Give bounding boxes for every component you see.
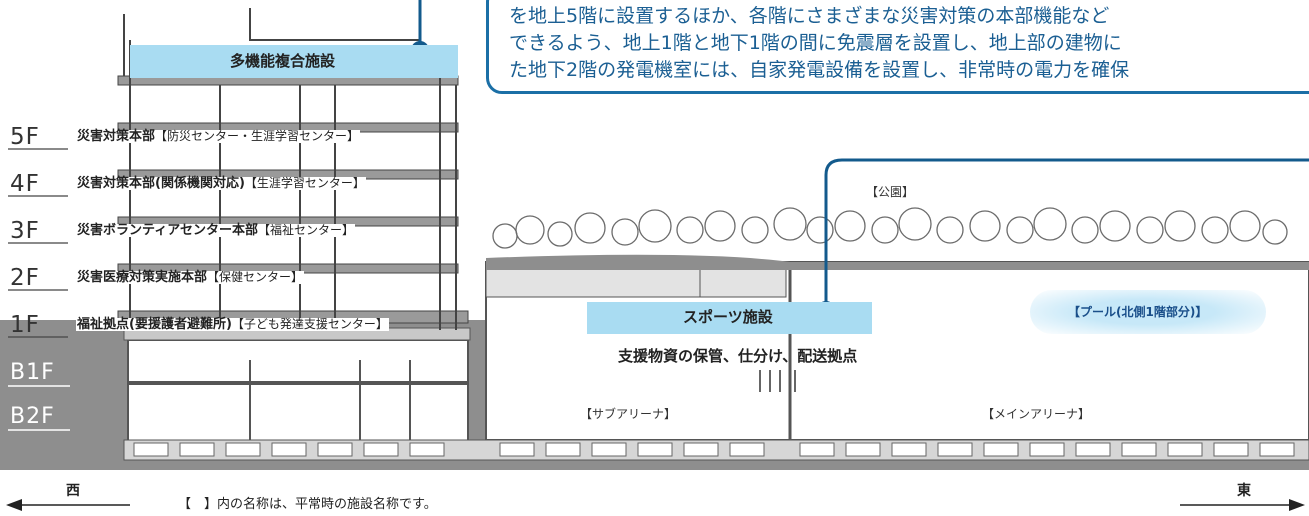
west-label: 西 xyxy=(66,483,80,499)
sports-label: スポーツ施設 xyxy=(683,308,773,326)
floor-3f: 3F xyxy=(10,218,40,244)
floor-3f-label: 災害ボランティアセンター本部【福祉センター】 xyxy=(76,223,355,238)
park-label: 【公園】 xyxy=(866,185,915,199)
floor-4f-label: 災害対策本部(関係機関対応)【生涯学習センター】 xyxy=(76,176,366,191)
main-arena-label: 【メインアリーナ】 xyxy=(982,407,1091,421)
pool-highlight xyxy=(1030,290,1266,334)
sports-highlight-bar xyxy=(587,302,872,334)
bracket-note: 【 】内の名称は、平常時の施設名称です。 xyxy=(178,497,437,512)
sports-sub-label: 支援物資の保管、仕分け、配送拠点 xyxy=(618,347,858,365)
floor-2f: 2F xyxy=(10,265,40,291)
park-surface xyxy=(486,254,1309,270)
floor-2f-label: 災害医療対策実施本部【保健センター】 xyxy=(76,270,305,285)
floor-1f-label: 福祉拠点(要援護者避難所)【子ども発達支援センター】 xyxy=(76,317,389,332)
floor-b2f: B2F xyxy=(10,404,55,429)
sub-arena-label: 【サブアリーナ】 xyxy=(580,407,677,421)
callout-line-2: できるよう、地上1階と地下1階の間に免震層を設置し、地上部の建物に xyxy=(509,32,1122,54)
floor-5f: 5F xyxy=(10,124,40,150)
floor-5f-label: 災害対策本部【防災センター・生涯学習センター】 xyxy=(76,129,361,144)
park-trees xyxy=(492,207,1288,249)
west-basement xyxy=(127,339,469,459)
callout-line-3: た地下2階の発電機室には、自家発電設備を設置し、非常時の電力を確保 xyxy=(509,59,1130,81)
floor-4f: 4F xyxy=(10,171,40,197)
floor-b1f: B1F xyxy=(10,360,55,385)
floor-1f: 1F xyxy=(10,312,40,338)
building-highlight-bar xyxy=(130,45,458,78)
building-label: 多機能複合施設 xyxy=(230,52,336,70)
callout-line-1: を地上5階に設置するほか、各階にさまざまな災害対策の本部機能など xyxy=(509,5,1110,27)
description-callout: を地上5階に設置するほか、各階にさまざまな災害対策の本部機能など できるよう、地… xyxy=(486,0,1309,94)
pool-label: 【プール(北側1階部分)】 xyxy=(1068,305,1208,319)
east-label: 東 xyxy=(1237,483,1251,499)
